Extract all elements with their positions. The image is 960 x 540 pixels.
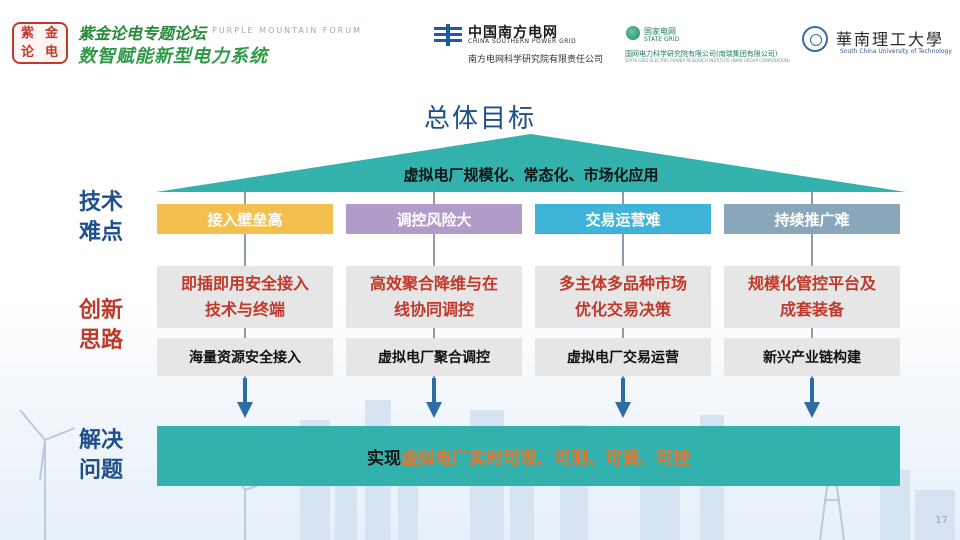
- csg-institute: 南方电网科学研究院有限责任公司: [468, 55, 604, 65]
- scut-english-name: South China University of Technology: [840, 48, 952, 55]
- roof-banner: [156, 134, 906, 192]
- label-innovation-approach: 创新 思路: [78, 298, 123, 353]
- label-technical-difficulty: 技术 难点: [78, 190, 123, 245]
- innovation-box: 多主体多品种市场 优化交易决策: [535, 266, 711, 328]
- forum-subtitle: 数智赋能新型电力系统: [78, 46, 268, 67]
- solution-prefix: 实现: [367, 448, 401, 469]
- solution-highlight: 虚拟电厂实时可观、可测、可调、可控: [401, 448, 690, 469]
- forum-title: 紫金论电专题论坛: [78, 24, 207, 43]
- csg-logo-icon: [434, 24, 462, 46]
- label-problem-solved: 解决 问题: [78, 428, 123, 483]
- scut-emblem-icon: [802, 26, 828, 52]
- state-grid-name: 国家电网: [644, 27, 676, 36]
- down-arrow-icon: [804, 378, 820, 418]
- state-grid-institute-english: STATE GRID ELECTRIC POWER RESEARCH INSTI…: [625, 58, 790, 63]
- forum-english-title: PURPLE MOUNTAIN FORUM: [212, 26, 362, 35]
- state-grid-english-name: STATE GRID: [644, 36, 680, 43]
- csg-english-name: CHINA SOUTHERN POWER GRID: [468, 38, 577, 45]
- technology-box: 虚拟电厂聚合调控: [346, 338, 522, 376]
- technology-box: 虚拟电厂交易运营: [535, 338, 711, 376]
- csg-name: 中国南方电网: [468, 25, 558, 41]
- difficulty-box: 接入壁垒高: [157, 204, 333, 234]
- technology-box: 新兴产业链构建: [724, 338, 900, 376]
- state-grid-institute: 国网电力科学研究院有限公司(南瑞集团有限公司): [625, 50, 778, 58]
- forum-seal-logo: 紫金 论电: [12, 22, 68, 64]
- scut-name: 華南理工大學: [836, 30, 945, 49]
- innovation-box: 即插即用安全接入 技术与终端: [157, 266, 333, 328]
- page-number: 17: [935, 515, 948, 526]
- difficulty-box: 交易运营难: [535, 204, 711, 234]
- down-arrow-icon: [237, 378, 253, 418]
- solution-bar: 实现虚拟电厂实时可观、可测、可调、可控: [157, 426, 900, 486]
- innovation-box: 高效聚合降维与在 线协同调控: [346, 266, 522, 328]
- roof-goal-text: 虚拟电厂规模化、常态化、市场化应用: [403, 166, 659, 184]
- technology-box: 海量资源安全接入: [157, 338, 333, 376]
- difficulty-box: 持续推广难: [724, 204, 900, 234]
- down-arrow-icon: [426, 378, 442, 418]
- innovation-box: 规模化管控平台及 成套装备: [724, 266, 900, 328]
- difficulty-box: 调控风险大: [346, 204, 522, 234]
- page-title: 总体目标: [423, 104, 536, 134]
- state-grid-logo-icon: [626, 26, 640, 40]
- down-arrow-icon: [615, 378, 631, 418]
